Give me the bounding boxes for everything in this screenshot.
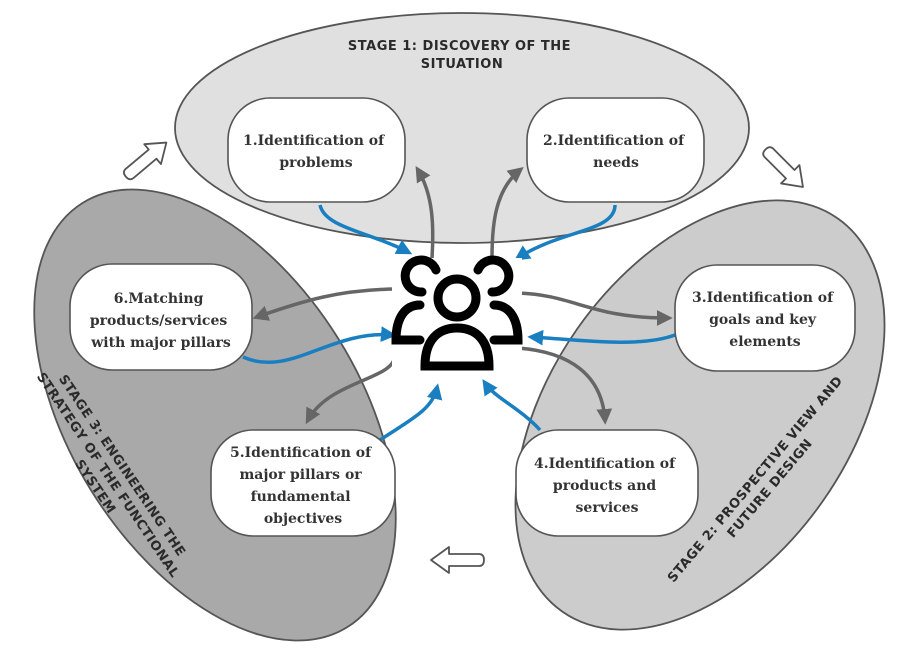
hollow-arrow-down-right-icon <box>762 146 804 188</box>
node-2-line: 2.Identification of <box>543 133 685 149</box>
node-1-line: problems <box>279 155 352 171</box>
node-6-box <box>69 263 253 371</box>
node-4-line: services <box>576 500 639 516</box>
node-3-box <box>674 264 856 372</box>
arrow-node1-to-center <box>318 204 413 255</box>
hollow-arrow-left-icon <box>430 546 485 574</box>
node-4-line: products and <box>553 478 656 494</box>
node-3: 3.Identification of goals and key elemen… <box>674 264 856 372</box>
node-5-line: 5.Identification of <box>230 445 372 461</box>
node-1-label: 1.Identification of problems <box>243 133 389 171</box>
node-3-line: elements <box>729 334 800 350</box>
node-5-line: objectives <box>264 511 342 527</box>
node-5-box <box>210 429 396 537</box>
node-1-box <box>227 97 406 203</box>
node-2: 2.Identification of needs <box>526 97 705 203</box>
people-group-icon <box>391 255 523 374</box>
node-3-label: 3.Identification of goals and key elemen… <box>692 290 838 350</box>
node-4-label: 4.Identification of products and service… <box>534 456 680 516</box>
arrow-center-to-node1 <box>415 165 435 259</box>
node-2-box <box>526 97 705 203</box>
hollow-arrow-up-right-icon <box>122 141 168 181</box>
arrow-node3-to-center <box>527 329 676 346</box>
node-6-line: with major pillars <box>90 335 231 351</box>
node-1: 1.Identification of problems <box>227 97 406 203</box>
arrow-node4-to-center <box>482 379 542 432</box>
node-5-line: fundamental <box>251 489 351 505</box>
arrow-node6-to-center <box>242 326 397 364</box>
node-1-line: 1.Identification of <box>243 133 385 149</box>
node-4-box <box>515 429 699 537</box>
node-2-label: 2.Identification of needs <box>543 133 689 171</box>
arrow-node5-to-center <box>379 383 443 442</box>
transition-arrow-stage1-to-stage2 <box>762 146 804 188</box>
arrow-center-to-node2 <box>490 167 524 259</box>
node-5-line: major pillars or <box>239 467 362 483</box>
stage1-title-line: SITUATION <box>421 57 503 72</box>
stage1-title: STAGE 1: DISCOVERY OF THE SITUATION <box>348 39 576 72</box>
stage1-title-line: STAGE 1: DISCOVERY OF THE <box>348 39 571 54</box>
node-3-line: goals and key <box>709 312 817 328</box>
node-5: 5.Identification of major pillars or fun… <box>210 429 396 537</box>
node-4-line: 4.Identification of <box>534 456 676 472</box>
node-6-line: 6.Matching <box>114 291 204 307</box>
node-6: 6.Matching products/services with major … <box>69 263 253 371</box>
transition-arrow-stage3-to-stage1 <box>122 141 168 181</box>
node-4: 4.Identification of products and service… <box>515 429 699 537</box>
node-3-line: 3.Identification of <box>692 290 834 306</box>
node-6-label: 6.Matching products/services with major … <box>90 291 232 351</box>
arrow-center-to-node6 <box>252 287 396 321</box>
arrow-center-to-node4 <box>517 346 613 425</box>
arrow-node2-to-center <box>514 204 617 261</box>
arrow-center-to-node3 <box>517 291 673 326</box>
node-2-line: needs <box>593 155 639 171</box>
transition-arrow-stage2-to-stage3 <box>430 546 485 574</box>
node-5-label: 5.Identification of major pillars or fun… <box>230 445 376 527</box>
node-6-line: products/services <box>90 313 228 329</box>
